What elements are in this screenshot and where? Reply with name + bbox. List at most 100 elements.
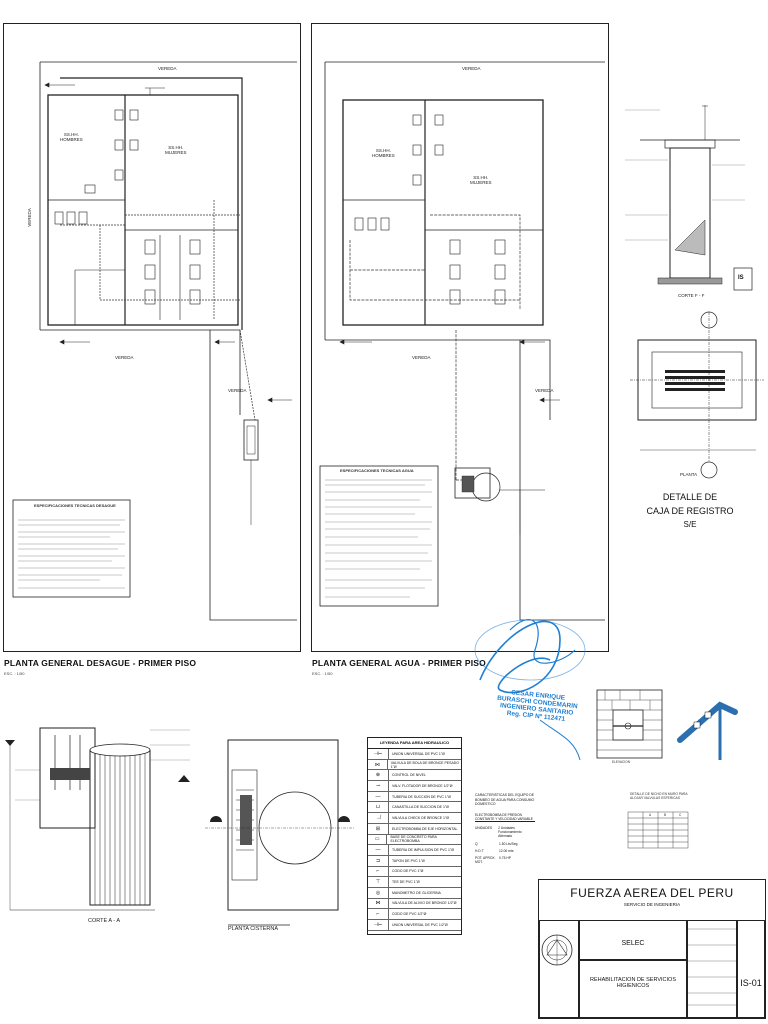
- equipo-row: POT. APROX. MOT.0.75 HP: [475, 856, 535, 864]
- legend-symbol-icon: ⊔: [368, 802, 389, 813]
- desague-specs-title: ESPECIFICACIONES TECNICAS DESAGUE: [34, 503, 116, 508]
- legend-row: ▭BASE DE CONCRETO PARA ELECTROBOMBA: [368, 834, 461, 846]
- agua-plan-scale: ESC. : 1/50: [312, 671, 333, 676]
- legend-row-label: BASE DE CONCRETO PARA ELECTROBOMBA: [390, 835, 437, 844]
- legend-row: ⊤TEE DE PVC 1"Ø: [368, 877, 461, 888]
- equipo-subtitle: ELECTROBOMBA DE PRESION CONSTANTE Y VELO…: [475, 813, 535, 822]
- legend-row: ⊸VALV. FLOTADOR DE BRONCE 1/2"Ø: [368, 781, 461, 792]
- legend-symbol-icon: ⊣⊢: [368, 749, 389, 759]
- nicho-elev-label: ELEVACION: [612, 760, 631, 764]
- nicho-table-header: A: [649, 813, 652, 817]
- legend-symbol-icon: ⌐: [368, 866, 389, 877]
- agua-top-street: VEREDA: [462, 66, 481, 71]
- equipo-row-value: 1.50 Lts/Seg: [499, 841, 518, 846]
- equipo-row: UNIDADES 2 Unidades Funcionamiento Altern…: [475, 826, 535, 839]
- legend-table: LEYENDA PARA AREA HIDRAULICO ⊣⊢UNION UNI…: [367, 737, 462, 935]
- stamp-block: CESAR ENRIQUE BURASCHI CONDEMARIN INGENI…: [481, 686, 593, 725]
- title-block-dept: SERVICIO DE INGENIERIA: [623, 902, 681, 907]
- title-block-project-cell: [579, 960, 687, 1018]
- equipo-row-value: 0.75 HP: [499, 855, 511, 860]
- legend-row-label: CODO DE PVC 1"Ø: [392, 869, 424, 874]
- legend-row-label: TAPON DE PVC 1"Ø: [392, 858, 425, 863]
- desague-side-street: VEREDA: [26, 208, 32, 227]
- legend-row-label: CONTROL DE NIVEL: [392, 773, 426, 778]
- planta-cisterna-label: PLANTA CISTERNA: [228, 926, 279, 932]
- legend-row-label: TUBERIA DE IMPULSION DE PVC 1"Ø: [392, 848, 454, 853]
- registro-corte-label: CORTE F - F: [678, 293, 705, 298]
- title-block-project: REHABILITACION DE SERVICIOS HIGIENICOS: [590, 977, 676, 989]
- equipo-title: CARACTERISTICAS DEL EQUIPO DE BOMBEO DE …: [475, 793, 535, 806]
- legend-row: ⌐CODO DE PVC 1/2"Ø: [368, 909, 461, 920]
- legend-symbol-icon: —: [368, 791, 389, 802]
- desague-plan-title: PLANTA GENERAL DESAGUE - PRIMER PISO: [4, 658, 197, 668]
- title-block-sheet: IS-01: [740, 978, 762, 988]
- legend-row-label: UNION UNIVERSAL DE PVC 1"Ø: [392, 751, 445, 756]
- registro-title-line1: DETALLE DE: [662, 492, 718, 502]
- legend-row: —TUBERIA DE SUCCION DE PVC 1"Ø: [368, 791, 461, 803]
- legend-row: ⊞ELECTROBOMBA DE EJE HORIZONTAL: [368, 823, 461, 835]
- title-block-sheet-cell: [737, 920, 765, 1018]
- registro-planta-label: PLANTA: [680, 472, 698, 477]
- equipo-row-key: H.D.T: [475, 848, 484, 853]
- agua-room-women: SS.HH. MUJERES: [470, 175, 492, 185]
- legend-row: ⊣⊢UNION UNIVERSAL DE PVC 1/2"Ø: [368, 920, 461, 931]
- legend-symbol-icon: ⊐: [368, 855, 389, 866]
- legend-symbol-icon: ⌐: [368, 909, 389, 919]
- legend-symbol-icon: ⊣⊢: [368, 920, 389, 930]
- nicho-table-header: B: [664, 813, 667, 817]
- equipo-row-value: 12.00 mts: [499, 848, 514, 853]
- legend-row-label: TUBERIA DE SUCCION DE PVC 1"Ø: [392, 794, 451, 799]
- legend-row-label: VALV. FLOTADOR DE BRONCE 1/2"Ø: [392, 783, 453, 788]
- title-block-org: FUERZA AEREA DEL PERU: [570, 886, 734, 900]
- legend-row: ⊐TAPON DE PVC 1"Ø: [368, 855, 461, 867]
- legend-symbol-icon: ⊸: [368, 781, 389, 791]
- legend-symbol-icon: ⊤: [368, 877, 389, 887]
- legend-row: ⋈VALVULA DE ALIVIO DE BRONCE 1/2"Ø: [368, 898, 461, 910]
- title-block-info-cell: [687, 920, 737, 1018]
- legend-symbol-icon: ▭: [368, 834, 388, 845]
- legend-row: —TUBERIA DE IMPULSION DE PVC 1"Ø: [368, 845, 461, 856]
- legend-row-label: CANASTILLA DE SUCCION DE 1"Ø: [392, 805, 449, 810]
- legend-symbol-icon: ⊕: [368, 770, 389, 781]
- agua-bottom-street: VEREDA: [412, 355, 431, 360]
- legend-title: LEYENDA PARA AREA HIDRAULICO: [368, 738, 461, 749]
- legend-row-label: VALVULA CHECK DE BRONCE 1"Ø: [392, 815, 449, 820]
- agua-right-street: VEREDA: [535, 388, 554, 393]
- legend-row-label: TEE DE PVC 1"Ø: [392, 880, 420, 885]
- legend-row-label: UNION UNIVERSAL DE PVC 1/2"Ø: [392, 922, 448, 927]
- equipo-row-value: 2 Unidades Funcionamiento Alternado: [498, 825, 522, 839]
- legend-row: ⊣⊢UNION UNIVERSAL DE PVC 1"Ø: [368, 749, 461, 760]
- legend-row-label: VALVULA DE ALIVIO DE BRONCE 1/2"Ø: [392, 901, 457, 906]
- title-block-unit-cell: [579, 920, 687, 960]
- legend-row: ⋈VALVULA DE BOLA DE BRONCE PESADO 1"Ø: [368, 759, 461, 771]
- equipo-row: H.D.T 12.00 mts: [475, 849, 535, 853]
- legend-row: ⊕CONTROL DE NIVEL: [368, 770, 461, 782]
- equipo-row-key: Q: [475, 841, 478, 846]
- title-block: FUERZA AEREA DEL PERU SERVICIO DE INGENI…: [538, 879, 766, 1019]
- legend-symbol-icon: —: [368, 845, 389, 855]
- desague-right-street: VEREDA: [228, 388, 247, 393]
- legend-symbol-icon: ◎: [368, 887, 389, 898]
- legend-row: ◎MANOMETRO DE GLICERINA: [368, 887, 461, 899]
- equipo-row-key: POT. APROX. MOT.: [475, 855, 496, 865]
- legend-symbol-icon: ↛: [368, 813, 389, 823]
- agua-room-men: SS.HH. HOMBRES: [372, 148, 395, 158]
- corte-aa-label: CORTE A - A: [88, 918, 120, 924]
- legend-row-label: CODO DE PVC 1/2"Ø: [392, 912, 427, 917]
- legend-row-label: VALVULA DE BOLA DE BRONCE PESADO 1"Ø: [390, 760, 460, 769]
- desague-top-street: VEREDA: [158, 66, 177, 71]
- nicho-title: DETALLE DE NICHO EN MURO PARA ALOJAR VAL…: [630, 792, 688, 801]
- plan-agua-frame: [311, 23, 609, 652]
- nicho-table-header: C: [679, 813, 682, 817]
- agua-plan-title: PLANTA GENERAL AGUA - PRIMER PISO: [312, 658, 486, 668]
- equipo-block: CARACTERISTICAS DEL EQUIPO DE BOMBEO DE …: [475, 793, 535, 888]
- title-block-unit: SELEC: [621, 940, 645, 947]
- legend-row: ⌐CODO DE PVC 1"Ø: [368, 866, 461, 878]
- legend-row-label: ELECTROBOMBA DE EJE HORIZONTAL: [392, 826, 458, 831]
- equipo-row-key: UNIDADES: [475, 825, 493, 830]
- desague-bottom-street: VEREDA: [115, 355, 134, 360]
- legend-row: ↛VALVULA CHECK DE BRONCE 1"Ø: [368, 813, 461, 824]
- legend-symbol-icon: ⊞: [368, 823, 389, 834]
- desague-plan-scale: ESC. : 1/50: [4, 671, 25, 676]
- legend-symbol-icon: ⋈: [368, 759, 388, 770]
